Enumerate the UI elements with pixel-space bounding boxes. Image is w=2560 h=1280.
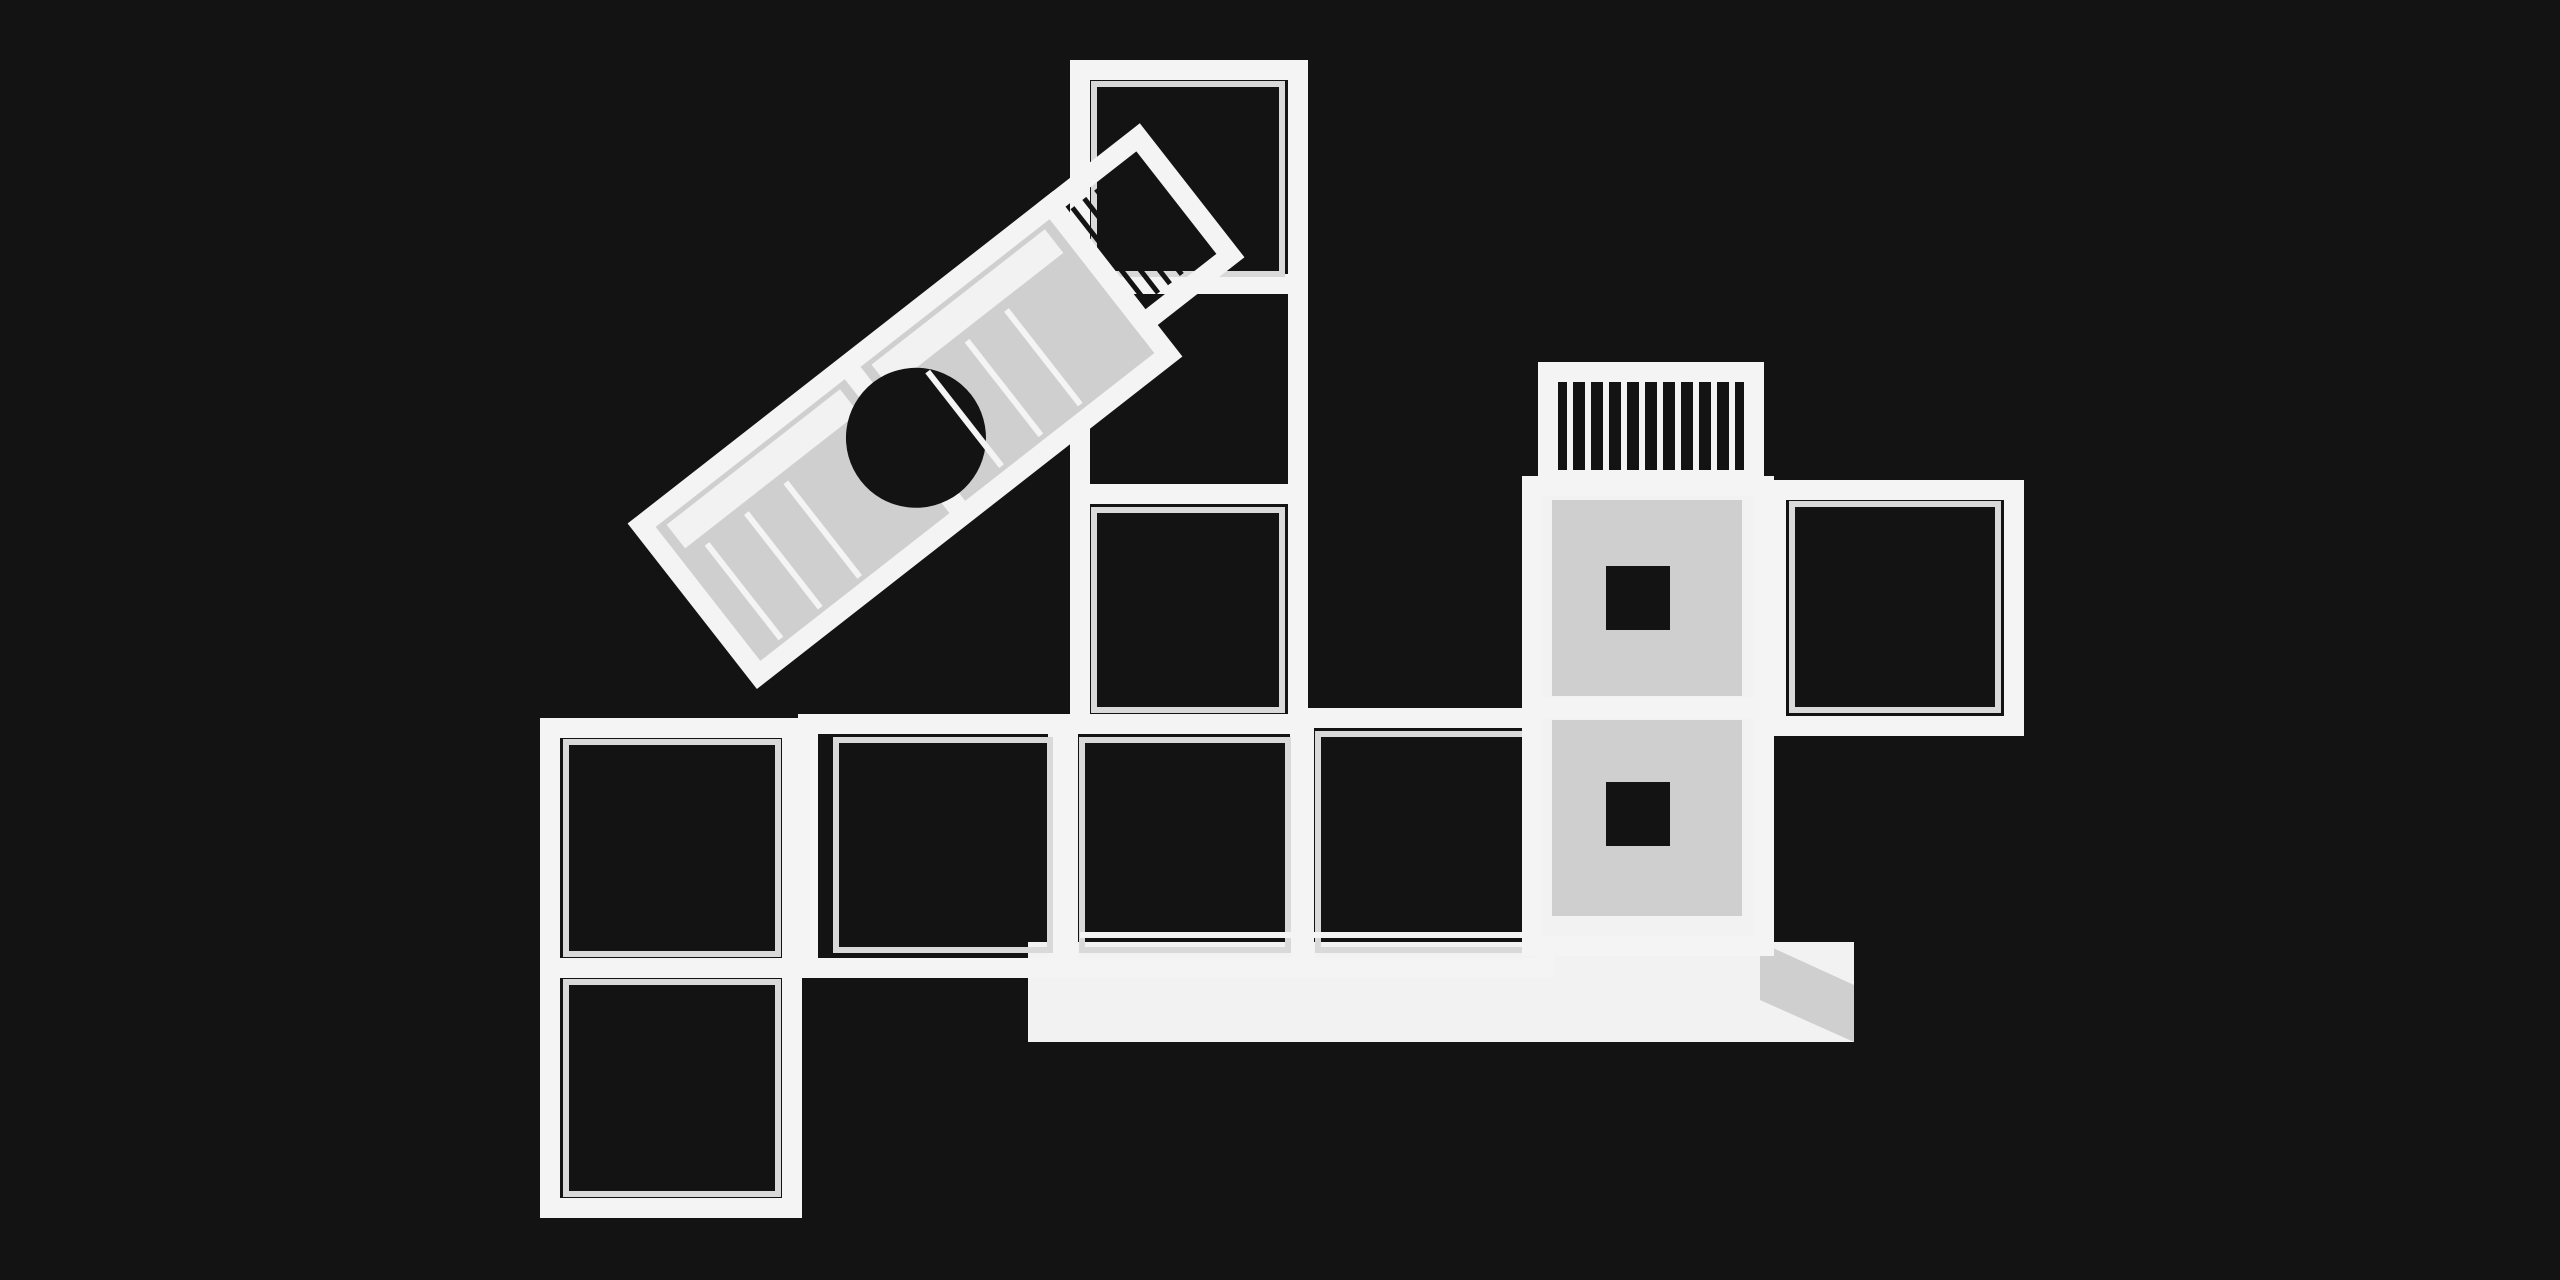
base-plinth [1028,942,1854,1042]
cantilever-frame [1766,480,2024,736]
roof-railing [1538,362,1764,490]
module-frames [540,708,1554,1218]
frame-row-2 [1058,714,1310,978]
frame-row-1 [798,714,1068,978]
frame-row-3 [1294,708,1554,978]
tilted-module [627,123,1245,689]
enclosed-house-module [1522,476,1774,956]
window-upper [1606,566,1670,630]
tower-low [1070,484,1308,734]
tower-top [1070,60,1308,294]
window-lower [1606,782,1670,846]
